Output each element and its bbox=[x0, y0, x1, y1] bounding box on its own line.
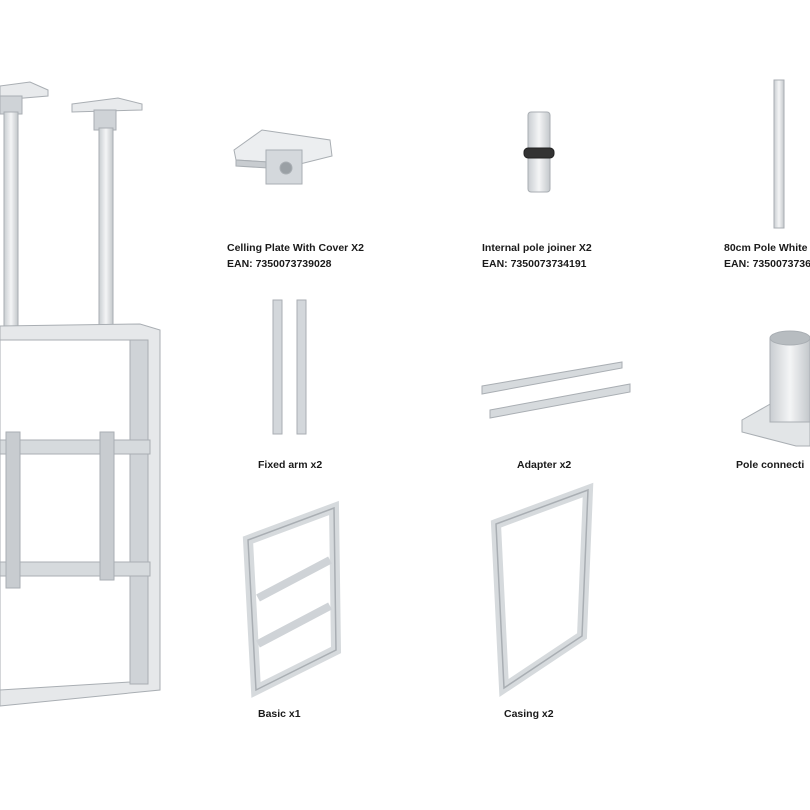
item-label: Internal pole joiner X2 EAN: 73500737341… bbox=[482, 240, 592, 272]
item-label: Basic x1 bbox=[258, 706, 301, 722]
item-ean: EAN: 7350073739028 bbox=[227, 258, 332, 270]
fixed-arm-image bbox=[272, 299, 307, 435]
item-ean: EAN: 7350073736 bbox=[724, 258, 810, 270]
item-name: Casing x2 bbox=[504, 708, 554, 720]
item-label: Pole connecti bbox=[736, 457, 804, 473]
item-name: 80cm Pole White bbox=[724, 242, 808, 254]
pole-joiner-image bbox=[523, 111, 555, 193]
item-name: Basic x1 bbox=[258, 708, 301, 720]
item-label: Fixed arm x2 bbox=[258, 457, 322, 473]
casing-frame-image bbox=[490, 482, 594, 698]
pole-80cm-image bbox=[773, 79, 785, 229]
item-name: Fixed arm x2 bbox=[258, 459, 323, 471]
item-label: Casing x2 bbox=[504, 706, 554, 722]
item-name: Celling Plate With Cover X2 bbox=[227, 242, 365, 254]
basic-frame-image bbox=[242, 500, 342, 698]
item-ean: EAN: 7350073734191 bbox=[482, 258, 587, 270]
adapter-image bbox=[481, 361, 631, 419]
item-name: Pole connecti bbox=[736, 459, 805, 471]
item-label: Adapter x2 bbox=[517, 457, 571, 473]
item-name: Internal pole joiner X2 bbox=[482, 242, 592, 254]
item-label: 80cm Pole White EAN: 7350073736 bbox=[724, 240, 810, 272]
item-label: Celling Plate With Cover X2 EAN: 7350073… bbox=[227, 240, 364, 272]
item-name: Adapter x2 bbox=[517, 459, 572, 471]
ceiling-plate-image bbox=[233, 129, 333, 185]
pole-connector-image bbox=[741, 330, 810, 447]
assembled-mount-image bbox=[0, 81, 161, 707]
